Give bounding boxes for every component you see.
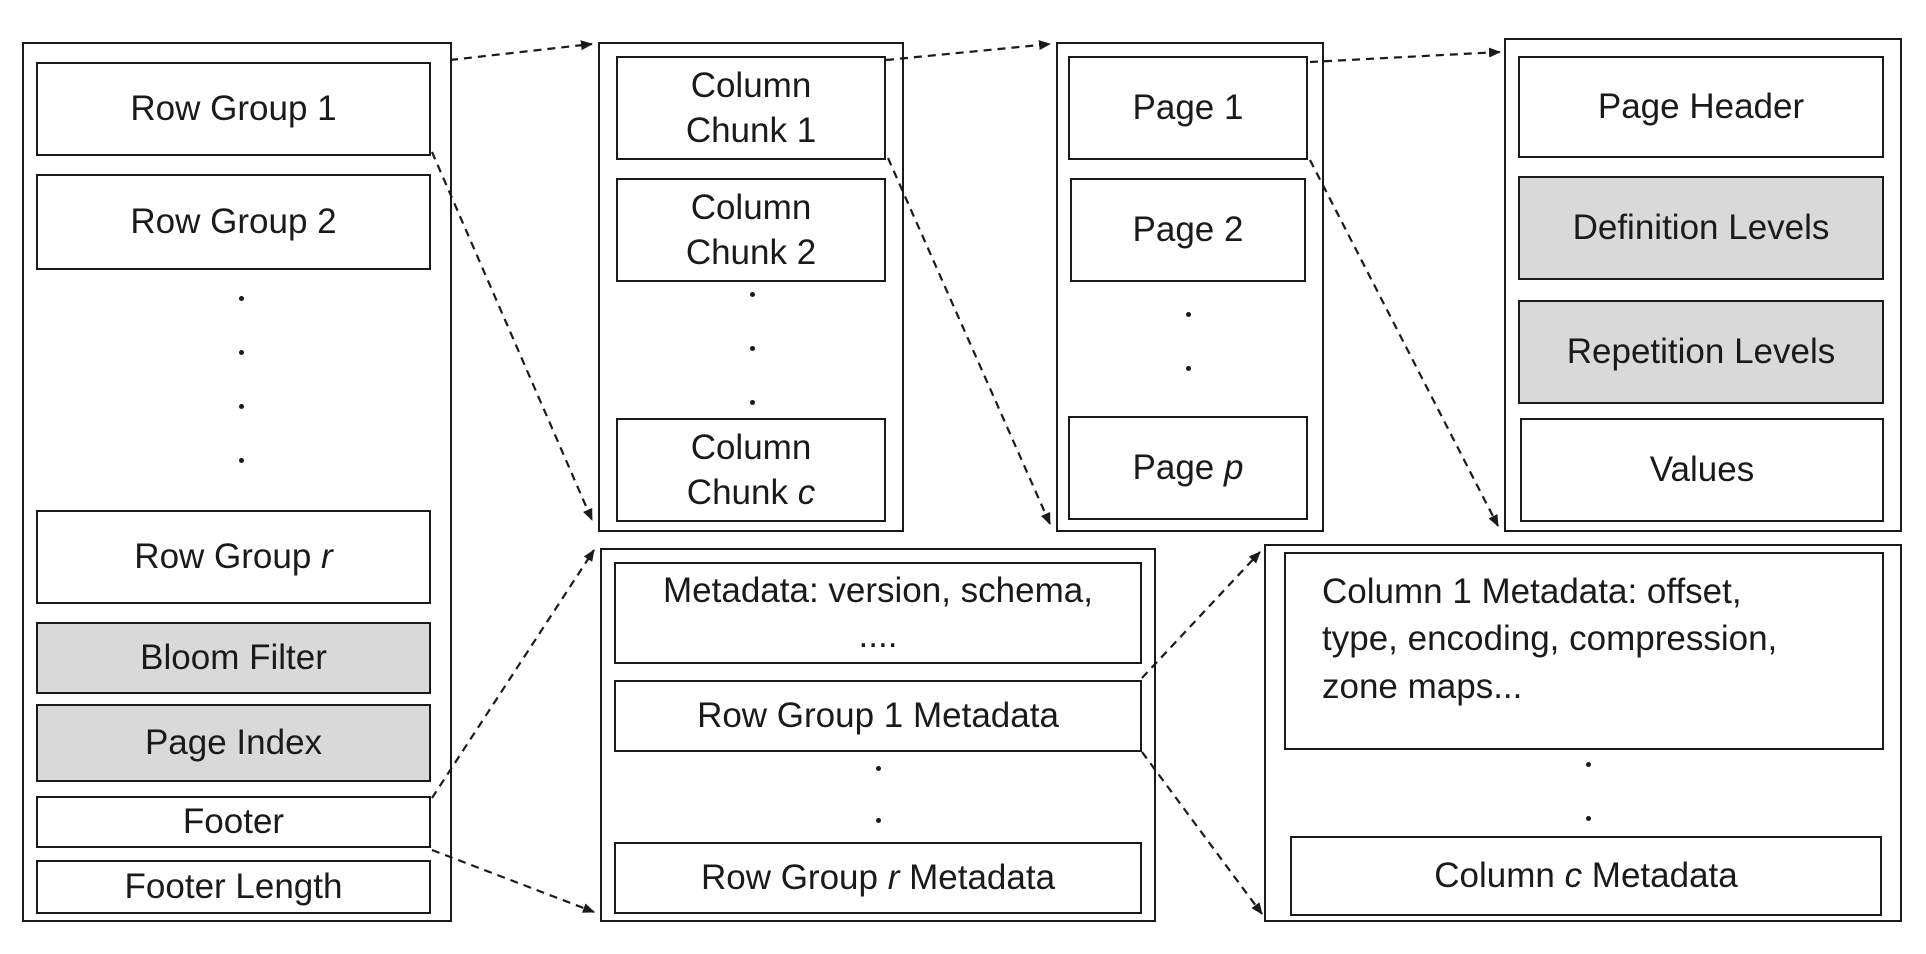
bloom-filter-box: Bloom Filter <box>36 622 431 694</box>
row-group-1-metadata-label: Row Group 1 Metadata <box>697 696 1059 736</box>
ellipsis-dot <box>1586 762 1591 767</box>
ellipsis-dot <box>876 818 881 823</box>
ellipsis-dot <box>1186 366 1191 371</box>
row-group-1-label: Row Group 1 <box>130 89 337 129</box>
arrow-chunk1-to-page-bottom <box>886 157 1052 525</box>
arrow-chunk1-to-page-top <box>885 40 1051 62</box>
arrow-page1-to-page-bottom <box>1309 159 1499 527</box>
page-p-box: Page p <box>1068 416 1308 520</box>
ellipsis-dot <box>750 346 755 351</box>
arrow-rg1meta-to-colmeta-top <box>1141 551 1261 679</box>
row-group-r-metadata-box: Row Group r Metadata <box>614 842 1142 914</box>
arrow-rg1meta-to-colmeta-bottom <box>1141 751 1263 915</box>
row-group-1-box: Row Group 1 <box>36 62 431 156</box>
ellipsis-dot <box>1586 816 1591 821</box>
column-1-metadata-label: Column 1 Metadata: offset, type, encodin… <box>1322 572 1778 706</box>
column-chunk-2-box: Column Chunk 2 <box>616 178 886 282</box>
row-group-r-metadata-label: Row Group r Metadata <box>700 858 1056 898</box>
column-1-metadata-box: Column 1 Metadata: offset, type, encodin… <box>1284 552 1884 750</box>
page-index-label: Page Index <box>144 723 323 763</box>
row-group-r-label: Row Group r <box>134 537 333 577</box>
file-metadata-label: Metadata: version, schema, .... <box>663 570 1093 656</box>
arrow-rowgroup1-to-chunk-bottom <box>430 151 594 521</box>
values-box: Values <box>1520 418 1884 522</box>
page-1-label: Page 1 <box>1132 88 1244 128</box>
arrow-footer-to-meta-bottom <box>431 848 595 914</box>
ellipsis-dot <box>876 766 881 771</box>
definition-levels-label: Definition Levels <box>1572 208 1830 248</box>
page-p-label: Page p <box>1132 448 1244 488</box>
column-c-metadata-box: Column c Metadata <box>1290 836 1882 916</box>
row-group-2-box: Row Group 2 <box>36 174 431 270</box>
arrow-page1-to-page-top <box>1309 47 1501 64</box>
footer-length-label: Footer Length <box>124 867 343 907</box>
ellipsis-dot <box>239 404 244 409</box>
values-label: Values <box>1649 450 1755 490</box>
ellipsis-dot <box>750 400 755 405</box>
file-metadata-box: Metadata: version, schema, .... <box>614 562 1142 664</box>
page-2-label: Page 2 <box>1132 210 1244 250</box>
page-header-box: Page Header <box>1518 56 1884 158</box>
definition-levels-box: Definition Levels <box>1518 176 1884 280</box>
ellipsis-dot <box>750 292 755 297</box>
row-group-2-label: Row Group 2 <box>130 202 337 242</box>
ellipsis-dot <box>239 350 244 355</box>
footer-length-box: Footer Length <box>36 860 431 914</box>
arrow-rowgroup1-to-chunk-top <box>449 40 593 62</box>
row-group-1-metadata-box: Row Group 1 Metadata <box>614 680 1142 752</box>
column-chunk-2-label: Column Chunk 2 <box>685 187 817 273</box>
arrow-footer-to-meta-top <box>431 549 595 799</box>
ellipsis-dot <box>239 458 244 463</box>
footer-box: Footer <box>36 796 431 848</box>
ellipsis-dot <box>239 296 244 301</box>
column-chunk-1-box: Column Chunk 1 <box>616 56 886 160</box>
row-group-r-box: Row Group r <box>36 510 431 604</box>
page-1-box: Page 1 <box>1068 56 1308 160</box>
page-index-box: Page Index <box>36 704 431 782</box>
page-header-label: Page Header <box>1597 87 1805 127</box>
ellipsis-dot <box>1186 312 1191 317</box>
repetition-levels-label: Repetition Levels <box>1566 332 1836 372</box>
page-2-box: Page 2 <box>1070 178 1306 282</box>
bloom-filter-label: Bloom Filter <box>140 638 327 678</box>
footer-label: Footer <box>182 802 285 842</box>
column-chunk-1-label: Column Chunk 1 <box>685 65 817 151</box>
column-c-metadata-label: Column c Metadata <box>1434 856 1738 896</box>
repetition-levels-box: Repetition Levels <box>1518 300 1884 404</box>
